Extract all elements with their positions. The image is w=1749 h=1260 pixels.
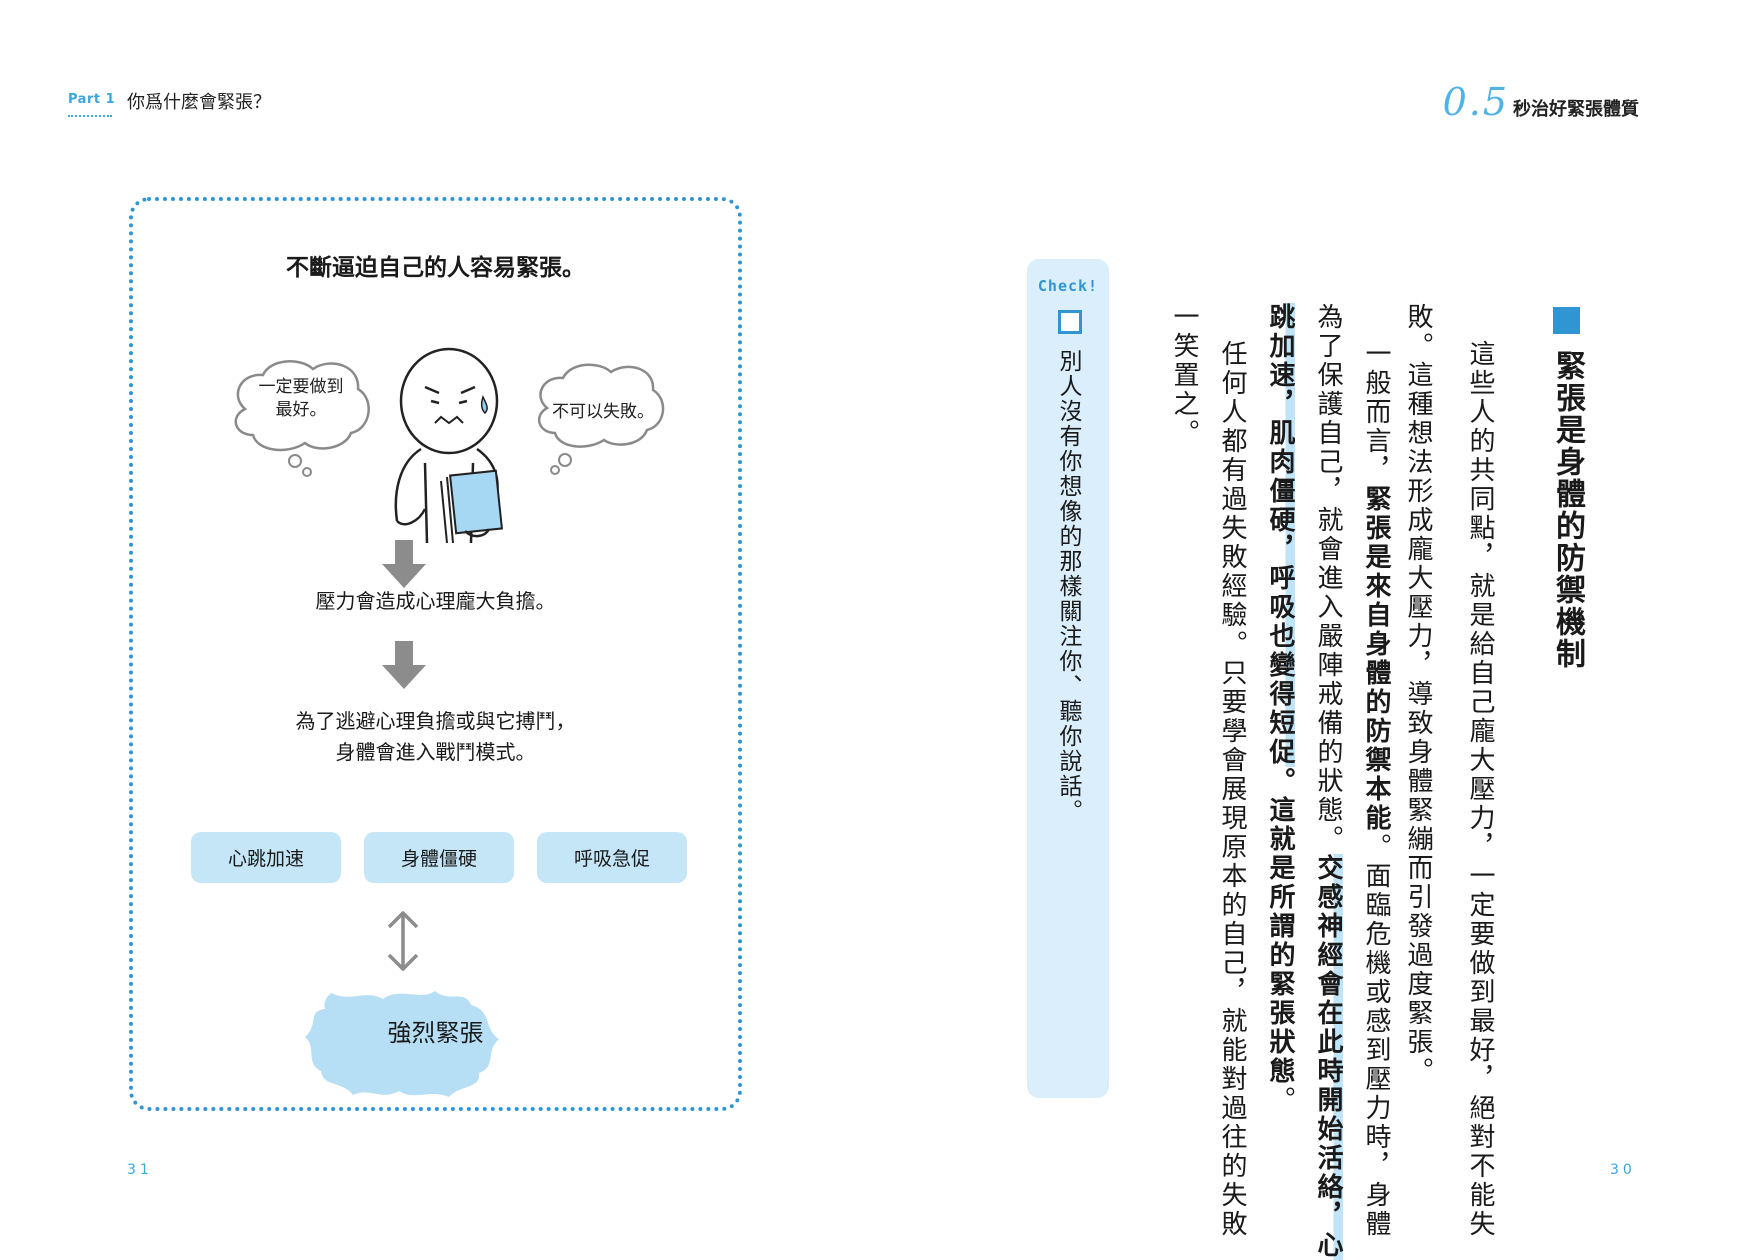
illustration-panel: 不斷逼迫自己的人容易緊張。 一定要做到 最好。 不可以失敗。 壓力會造成心理龐大… [129,197,742,1111]
stressed-person-illustration [394,347,504,544]
symptom-heartbeat: 心跳加速 [191,832,341,883]
chapter-title: 你爲什麼會緊張？ [127,92,271,113]
bubble-right-text: 不可以失敗。 [552,402,654,422]
checkbox[interactable] [1058,310,1082,334]
part-label: Part 1 [68,92,116,107]
body-column-2: 敗。這種想法形成龐大壓力，導致身體緊繃而引發過度緊張。 [1403,303,1433,1086]
part-label-block: Part 1 [68,88,116,117]
step2-text: 為了逃避心理負擔或與它搏鬥， 身體會進入戰鬥模式。 [295,709,576,764]
symptom-breathing: 呼吸急促 [537,832,687,883]
highlight: 交感神經會在此時開始活絡，心 [1313,854,1343,1260]
page-number-right: 30 [1610,1162,1636,1178]
book-title: 秒治好緊張體質 [1513,99,1639,120]
body-column-5: 跳加速，肌肉僵硬，呼吸也變得短促。這就是所謂的緊張狀態。 [1265,303,1295,1115]
arrow-down-icon [382,641,426,689]
panel-heading: 不斷逼迫自己的人容易緊張。 [286,255,585,281]
emphasis: 緊張是來自身體的防禦本能 [1361,485,1391,833]
bubble-left-text: 一定要做到 最好。 [258,377,344,420]
symptom-stiffness: 身體僵硬 [364,832,514,883]
double-arrow-icon [387,911,419,971]
arrow-down-icon [382,540,426,588]
emphasis: 。這就是所謂的緊張狀態 [1265,767,1295,1086]
burst-shape [305,991,499,1097]
highlight: 跳加速，肌肉僵硬，呼吸也變得短促 [1265,303,1295,767]
body-column-7: 一笑置之。 [1169,303,1199,448]
part-underline [68,115,112,117]
body-column-4: 為了保護自己，就會進入嚴陣戒備的狀態。交感神經會在此時開始活絡，心 [1313,303,1343,1260]
book-logo: 0.5 [1442,80,1509,124]
book-header: 0.5 秒治好緊張體質 [1443,80,1639,124]
body-column-1: 這些人的共同點，就是給自己龐大壓力，一定要做到最好，絕對不能失 [1465,340,1495,1239]
page-number-left: 31 [127,1162,153,1178]
result-label: 強烈緊張 [387,1019,484,1047]
check-label: Check! [1037,277,1099,295]
article-title: 緊張是身體的防禦機制 [1550,350,1585,670]
thought-bubble-right [537,363,665,475]
body-column-6: 任何人都有過失敗經驗。只要學會展現原本的自己，就能對過往的失敗 [1217,340,1247,1239]
check-text: 別人沒有你想像的那樣關注你、聽你說話。 [1055,349,1081,824]
step1-text: 壓力會造成心理龐大負擔。 [315,589,556,613]
body-column-3: 一般而言，緊張是來自身體的防禦本能。面臨危機或感到壓力時，身體 [1361,340,1391,1239]
check-panel: Check! 別人沒有你想像的那樣關注你、聽你說話。 [1027,259,1109,1098]
title-square-icon [1553,307,1580,334]
thought-bubble-left [234,360,370,477]
